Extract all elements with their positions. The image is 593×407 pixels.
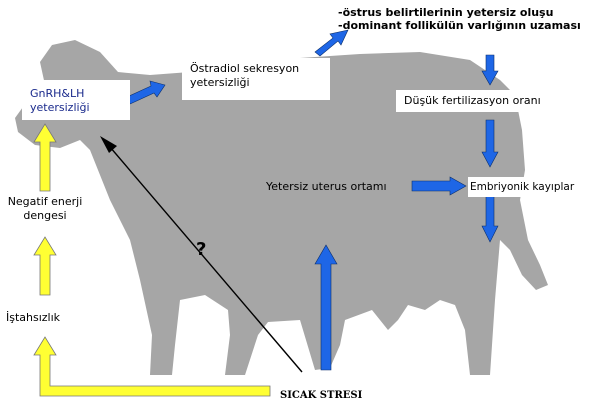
istahsizlik-label: İştahsızlık [6, 311, 60, 325]
ostradiol-label: Östradiol sekresyon yetersizliği [190, 62, 299, 90]
question-mark: ? [196, 240, 206, 260]
blue-arrow-to-ostrus-notes [315, 30, 348, 56]
gnrh-lh-label: GnRH&LH yetersizliği [30, 87, 90, 115]
sicak-stresi-label: SICAK STRESI [280, 389, 362, 403]
yellow-arrow-up-negatif-enerji [34, 237, 56, 295]
dusuk-fertilizasyon-label: Düşük fertilizasyon oranı [404, 94, 541, 108]
ostrus-notes-label: -östrus belirtilerinin yetersiz oluşu -d… [338, 6, 581, 32]
negatif-enerji-label: Negatif enerji dengesi [2, 195, 88, 223]
embriyonik-label: Embriyonik kayıplar [470, 180, 574, 194]
yetersiz-uterus-label: Yetersiz uterus ortamı [266, 180, 387, 194]
